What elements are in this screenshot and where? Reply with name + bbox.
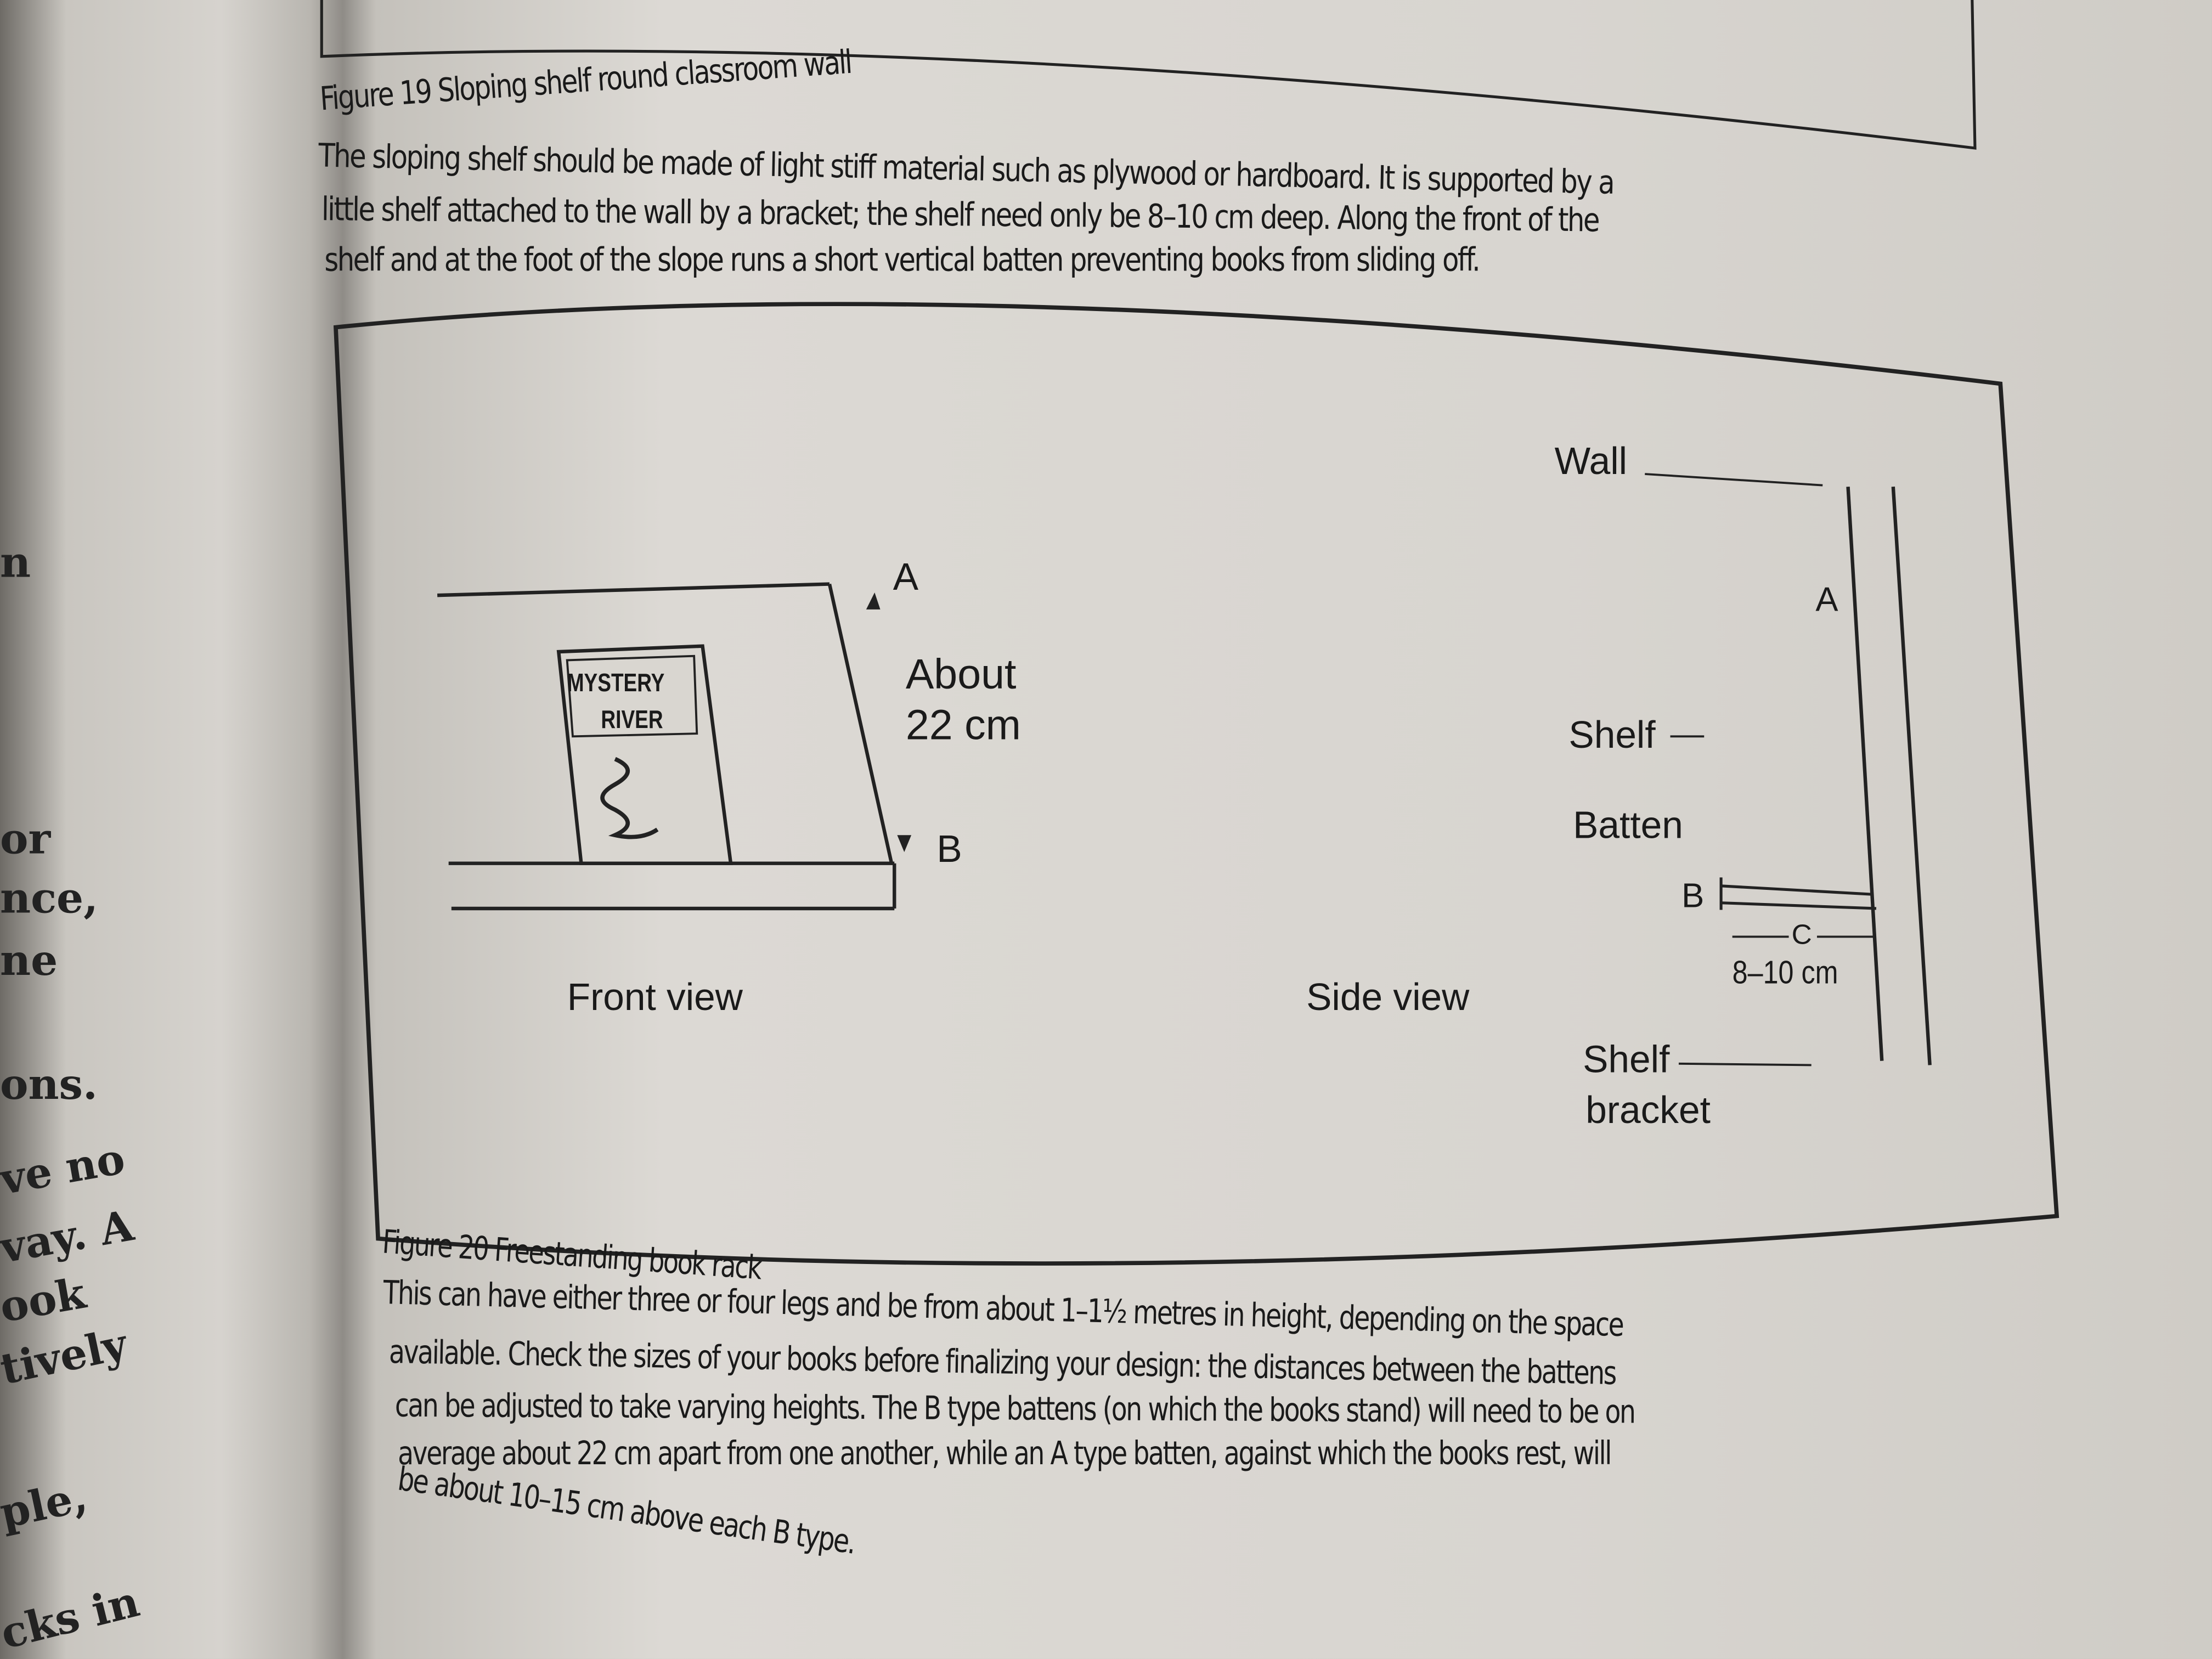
arrow-up-icon — [866, 592, 881, 610]
about-label: About — [905, 651, 1017, 698]
left-page-text: ons. — [0, 1060, 98, 1110]
label-a-front: A — [893, 556, 919, 599]
left-page-text: or — [0, 815, 51, 865]
left-page-text: nce, — [0, 874, 98, 924]
figure20-line: can be adjusted to take varying heights.… — [394, 1388, 1635, 1431]
label-c: C — [1791, 919, 1812, 951]
label-b-side: B — [1681, 877, 1705, 916]
front-view-drawing — [437, 582, 912, 911]
bracket-label: Shelf — [1583, 1038, 1670, 1081]
book-icon — [556, 644, 733, 865]
label-b-front: B — [936, 828, 962, 871]
arrow-down-icon — [897, 835, 912, 853]
front-view-caption: Front view — [567, 976, 743, 1019]
batten-label: Batten — [1573, 804, 1683, 847]
shelf-label: Shelf — [1568, 714, 1656, 757]
side-view-caption: Side view — [1306, 976, 1470, 1019]
book-title: RIVER — [601, 705, 663, 734]
side-view-drawing — [1645, 473, 1932, 1066]
wall-label: Wall — [1554, 440, 1628, 483]
left-page-text: ne — [0, 936, 58, 986]
figure20-frame — [333, 302, 2059, 1266]
about-value: 22 cm — [905, 702, 1021, 749]
label-a-side: A — [1815, 581, 1838, 619]
figure20-line: average about 22 cm apart from one anoth… — [398, 1436, 1612, 1473]
figure19-frame — [320, 0, 1977, 150]
depth-label: 8–10 cm — [1732, 953, 1838, 991]
book-title: MYSTERY — [567, 668, 665, 697]
left-page-text: n — [0, 539, 31, 589]
figure19-line: shelf and at the foot of the slope runs … — [324, 242, 1480, 280]
bracket-label-2: bracket — [1585, 1089, 1711, 1132]
